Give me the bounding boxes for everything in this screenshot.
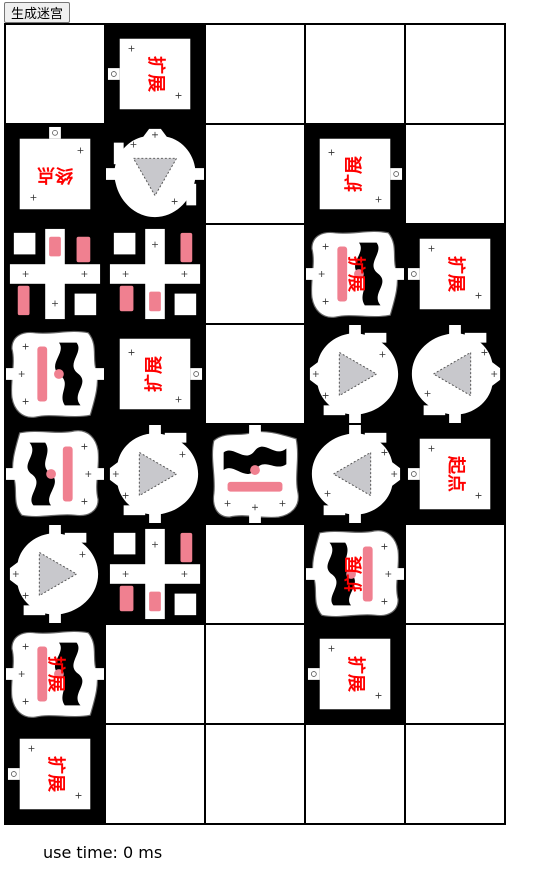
room-label: 终点 xyxy=(37,165,73,183)
room-tri-shape xyxy=(6,525,104,623)
room-tri-shape xyxy=(406,325,504,423)
room-label: 扩展 xyxy=(46,756,64,792)
maze-cell-empty xyxy=(405,524,505,624)
room-label: 扩展 xyxy=(146,356,164,392)
maze-room-block: 扩展 xyxy=(405,224,505,324)
maze-room-tri xyxy=(305,324,405,424)
maze-cell-empty xyxy=(205,324,305,424)
generate-maze-button[interactable]: 生成迷宫 xyxy=(4,2,70,23)
maze-grid: 扩展终点扩展扩展扩展扩展起点扩展扩展扩展扩展 xyxy=(4,23,506,825)
maze-cell-empty xyxy=(105,624,205,724)
maze-cell-empty xyxy=(205,624,305,724)
maze-cell-empty xyxy=(205,224,305,324)
room-bars-shape xyxy=(106,225,204,323)
room-tri-shape xyxy=(106,425,204,523)
maze-room-tri xyxy=(105,124,205,224)
maze-room-wave xyxy=(205,424,305,524)
maze-cell-empty xyxy=(405,724,505,824)
maze-cell-empty xyxy=(205,524,305,624)
maze-room-wave: 扩展 xyxy=(305,224,405,324)
room-wave-shape xyxy=(6,325,104,423)
room-label: 扩展 xyxy=(46,656,64,692)
room-tri-shape xyxy=(106,125,204,223)
maze-room-wave xyxy=(5,324,105,424)
maze-cell-empty xyxy=(105,724,205,824)
maze-cell-empty xyxy=(205,724,305,824)
room-bars-shape xyxy=(6,225,104,323)
maze-room-bars xyxy=(105,224,205,324)
maze-room-bars xyxy=(5,224,105,324)
maze-room-wave xyxy=(5,424,105,524)
room-tri-shape xyxy=(306,325,404,423)
maze-room-block: 终点 xyxy=(5,124,105,224)
room-label: 扩展 xyxy=(346,556,364,592)
maze-room-wave: 扩展 xyxy=(305,524,405,624)
maze-cell-empty xyxy=(305,24,405,124)
room-wave-shape xyxy=(206,425,304,523)
maze-room-block: 扩展 xyxy=(105,324,205,424)
maze-room-block: 扩展 xyxy=(305,624,405,724)
maze-room-tri xyxy=(405,324,505,424)
maze-cell-empty xyxy=(405,24,505,124)
maze-cell-empty xyxy=(205,124,305,224)
room-label: 起点 xyxy=(446,456,464,492)
maze-room-bars xyxy=(105,524,205,624)
maze-room-wave: 扩展 xyxy=(5,624,105,724)
room-label: 扩展 xyxy=(346,156,364,192)
maze-cell-empty xyxy=(405,124,505,224)
maze-room-block: 扩展 xyxy=(105,24,205,124)
maze-room-tri xyxy=(305,424,405,524)
maze-cell-empty xyxy=(205,24,305,124)
room-label: 扩展 xyxy=(146,56,164,92)
maze-room-tri xyxy=(5,524,105,624)
maze-cell-empty xyxy=(5,24,105,124)
use-time-label: use time: 0 ms xyxy=(43,843,162,862)
maze-cell-empty xyxy=(305,724,405,824)
room-label: 扩展 xyxy=(446,256,464,292)
room-wave-shape xyxy=(6,425,104,523)
maze-room-tri xyxy=(105,424,205,524)
room-bars-shape xyxy=(106,525,204,623)
room-tri-shape xyxy=(306,425,404,523)
maze-room-block: 起点 xyxy=(405,424,505,524)
room-label: 扩展 xyxy=(346,656,364,692)
room-label: 扩展 xyxy=(346,256,364,292)
maze-room-block: 扩展 xyxy=(305,124,405,224)
maze-room-block: 扩展 xyxy=(5,724,105,824)
maze-cell-empty xyxy=(405,624,505,724)
